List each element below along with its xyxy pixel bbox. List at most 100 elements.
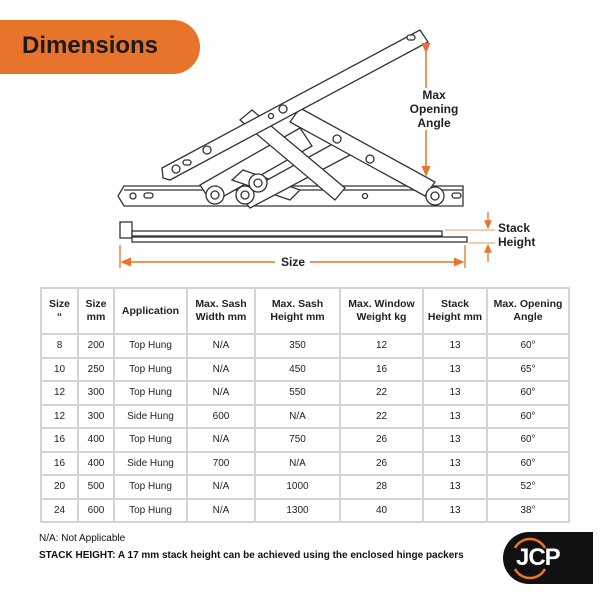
table-cell: 350: [254, 333, 341, 359]
table-cell: 200: [77, 333, 115, 359]
table-cell: 13: [422, 474, 488, 500]
column-header-line: Max. Opening: [493, 298, 563, 310]
table-cell: 60°: [486, 380, 570, 406]
table-cell: 60°: [486, 403, 570, 429]
table-cell: 250: [77, 356, 115, 382]
table-cell: 400: [77, 427, 115, 453]
label-line: Height: [498, 235, 536, 249]
table-cell: 13: [422, 403, 488, 429]
table-cell: 16: [40, 427, 79, 453]
page-title: Dimensions: [22, 32, 159, 59]
table-cell: 1000: [254, 474, 341, 500]
hinge-sash-arm: [161, 29, 429, 181]
table-cell: 60°: [486, 450, 570, 476]
stack-height-note: STACK HEIGHT: A 17 mm stack height can b…: [39, 550, 464, 561]
table-cell: Side Hung: [113, 450, 188, 476]
logo-ring-icon: [513, 537, 547, 580]
table-cell: 300: [77, 403, 115, 429]
table-cell: 38°: [486, 497, 570, 523]
table-cell: Top Hung: [113, 356, 188, 382]
table-cell: 700: [186, 450, 256, 476]
column-header-line: Angle: [513, 311, 543, 323]
table-cell: 52°: [486, 474, 570, 500]
column-header-line: mm: [86, 311, 106, 323]
opening-angle-label: Max Opening Angle: [402, 88, 466, 130]
label-line: Opening: [409, 102, 459, 116]
table-cell: 13: [422, 333, 488, 359]
table-cell: N/A: [186, 497, 256, 523]
table-cell: Side Hung: [113, 403, 188, 429]
table-cell: 500: [77, 474, 115, 500]
table-cell: 24: [40, 497, 79, 523]
table-cell: N/A: [186, 333, 256, 359]
table-cell: Top Hung: [113, 380, 188, 406]
column-header-line: Size: [85, 298, 107, 310]
table-cell: Top Hung: [113, 497, 188, 523]
hinge-diagram: [117, 29, 495, 268]
label-line: Angle: [417, 116, 451, 130]
title-banner: Dimensions: [0, 20, 200, 74]
jcp-logo: JCP: [503, 532, 593, 584]
hinge-struts: [199, 107, 445, 209]
table-cell: 12: [339, 333, 424, 359]
table-cell: N/A: [254, 403, 341, 429]
label-line: Stack: [498, 221, 531, 235]
table-cell: 12: [40, 380, 79, 406]
table-cell: 600: [186, 403, 256, 429]
size-label: Size: [280, 255, 305, 269]
table-cell: 28: [339, 474, 424, 500]
table-cell: 20: [40, 474, 79, 500]
na-note: N/A: Not Applicable: [39, 533, 126, 544]
table-cell: 40: [339, 497, 424, 523]
column-header-line: Max. Sash: [271, 298, 324, 310]
table-cell: 8: [40, 333, 79, 359]
table-cell: 26: [339, 450, 424, 476]
column-header-line: Width mm: [195, 311, 247, 323]
table-cell: 22: [339, 380, 424, 406]
column-header-line: Height mm: [427, 311, 483, 323]
column-header-line: Weight kg: [356, 311, 407, 323]
column-header-line: Application: [121, 304, 180, 317]
table-cell: 16: [339, 356, 424, 382]
table-cell: 13: [422, 356, 488, 382]
table-cell: Top Hung: [113, 474, 188, 500]
table-cell: 400: [77, 450, 115, 476]
column-header-line: Stack: [440, 298, 470, 310]
table-cell: N/A: [186, 474, 256, 500]
column-header: Application: [113, 287, 188, 335]
table-cell: 450: [254, 356, 341, 382]
column-header-line: Max. Sash: [195, 298, 247, 310]
table-cell: 13: [422, 450, 488, 476]
table-cell: 12: [40, 403, 79, 429]
table-cell: 22: [339, 403, 424, 429]
logo-text: JCP: [516, 544, 561, 571]
table-cell: 10: [40, 356, 79, 382]
table-cell: Top Hung: [113, 333, 188, 359]
table-cell: 13: [422, 497, 488, 523]
table-cell: N/A: [186, 380, 256, 406]
table-cell: 13: [422, 427, 488, 453]
table-cell: 1300: [254, 497, 341, 523]
column-header: Size“: [40, 287, 79, 335]
table-cell: N/A: [186, 356, 256, 382]
table-cell: Top Hung: [113, 427, 188, 453]
column-header-line: Size: [48, 298, 70, 310]
table-cell: 750: [254, 427, 341, 453]
column-header-line: “: [56, 311, 63, 323]
stack-height-label: Stack Height: [498, 221, 535, 249]
table-cell: 60°: [486, 427, 570, 453]
table-cell: 13: [422, 380, 488, 406]
